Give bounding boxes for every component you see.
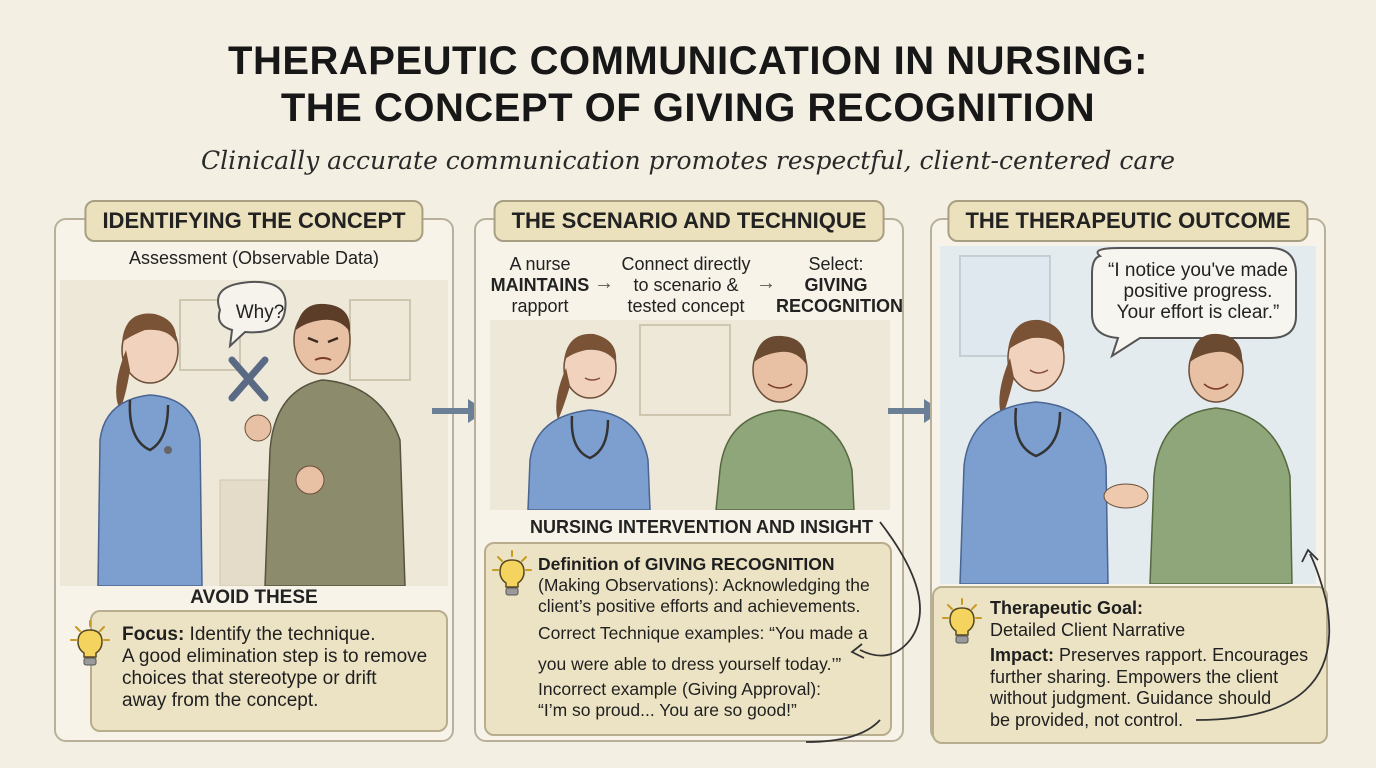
bubble-line-2: positive progress. (1123, 281, 1273, 302)
step3-line-c: RECOGNITION (776, 296, 904, 316)
definition-title: Definition of GIVING RECOGNITION (538, 554, 835, 574)
impact-line-2: further sharing. Empowers the client (990, 666, 1279, 687)
subtitle: Clinically accurate communication promot… (200, 146, 1176, 175)
incorrect-line-2: “I’m so proud... You are so good!” (538, 700, 797, 720)
step-select: Select: GIVING RECOGNITION (776, 254, 904, 317)
lightbulb-icon (942, 598, 982, 644)
panel-identifying-concept: IDENTIFYING THE CONCEPT Assessment (Obse… (54, 200, 454, 742)
step1-line-b: MAINTAINS (490, 275, 590, 295)
title-line-1: THERAPEUTIC COMMUNICATION IN NURSING: (228, 39, 1148, 83)
focus-text-1: Identify the technique. (184, 624, 376, 645)
connector-curve-arrow-1 (805, 521, 921, 743)
title-line-2: THE CONCEPT OF GIVING RECOGNITION (280, 86, 1096, 130)
bubble-line-3: Your effort is clear.” (1116, 302, 1280, 323)
goal-text: Detailed Client Narrative (990, 619, 1186, 640)
goal-label: Therapeutic Goal: (990, 598, 1144, 618)
step-maintains: A nurse MAINTAINS rapport (482, 254, 598, 317)
outcome-bubble-text: “I notice you've made positive progress.… (1098, 260, 1298, 323)
panel-header-outcome: THE THERAPEUTIC OUTCOME (947, 200, 1309, 242)
step2-line-c: tested concept (627, 296, 745, 316)
step1-line-a: A nurse (509, 254, 571, 274)
avoid-these-label: AVOID THESE (190, 587, 318, 608)
scene-nurse-calm-client (490, 320, 890, 510)
scene-nurse-recognizing-client (940, 246, 1316, 584)
step3-line-a: Select: (808, 254, 864, 274)
focus-box: Focus: Identify the technique. A good el… (70, 610, 448, 732)
impact-line-3: without judgment. Guidance should (990, 688, 1272, 708)
focus-label: Focus: (122, 624, 185, 645)
step3-line-b: GIVING (804, 275, 868, 295)
definition-line-2: client’s positive efforts and achievemen… (538, 596, 861, 616)
step2-line-b: to scenario & (633, 275, 739, 295)
correct-line-2: you were able to dress yourself today.’” (538, 654, 842, 674)
step-arrow-2: → (756, 272, 776, 294)
assessment-label: Assessment (Observable Data) (128, 248, 380, 268)
panel-scenario-technique: THE SCENARIO AND TECHNIQUE A nurse MAINT… (474, 200, 904, 742)
lightbulb-icon (70, 620, 110, 666)
bubble-line-1: “I notice you've made (1108, 260, 1288, 281)
definition-line-1: (Making Observations): Acknowledging the (538, 575, 870, 595)
lightbulb-icon (492, 550, 532, 596)
focus-text-2: A good elimination step is to remove (122, 646, 428, 667)
impact-label: Impact: (990, 645, 1055, 665)
impact-line-1: Preserves rapport. Encourages (1054, 645, 1309, 665)
focus-text-3: choices that stereotype or drift (122, 668, 377, 689)
step2-line-a: Connect directly (621, 254, 751, 274)
step1-line-c: rapport (511, 296, 569, 316)
impact-line-4: be provided, not control. (990, 709, 1184, 730)
goal-impact-box: Therapeutic Goal: Detailed Client Narrat… (932, 586, 1328, 744)
focus-text-4: away from the concept. (122, 690, 319, 711)
intervention-label: NURSING INTERVENTION AND INSIGHT (530, 517, 874, 537)
step-arrow-1: → (594, 272, 614, 294)
correct-line-1: Correct Technique examples: “You made a (538, 623, 868, 643)
why-bubble-text: Why? (235, 302, 285, 323)
page-title: THERAPEUTIC COMMUNICATION IN NURSING: TH… (0, 38, 1376, 132)
scene-nurse-angry-client (60, 280, 448, 586)
step-connect: Connect directly to scenario & tested co… (616, 254, 756, 317)
incorrect-line-1: Incorrect example (Giving Approval): (538, 679, 822, 699)
panel-header-scenario: THE SCENARIO AND TECHNIQUE (493, 200, 885, 242)
panel-header-identifying: IDENTIFYING THE CONCEPT (84, 200, 424, 242)
connector-curve-arrow-2 (1195, 548, 1331, 721)
definition-box: Definition of GIVING RECOGNITION (Making… (484, 542, 892, 736)
panel-therapeutic-outcome: THE THERAPEUTIC OUTCOME “I notice you've… (930, 200, 1328, 744)
